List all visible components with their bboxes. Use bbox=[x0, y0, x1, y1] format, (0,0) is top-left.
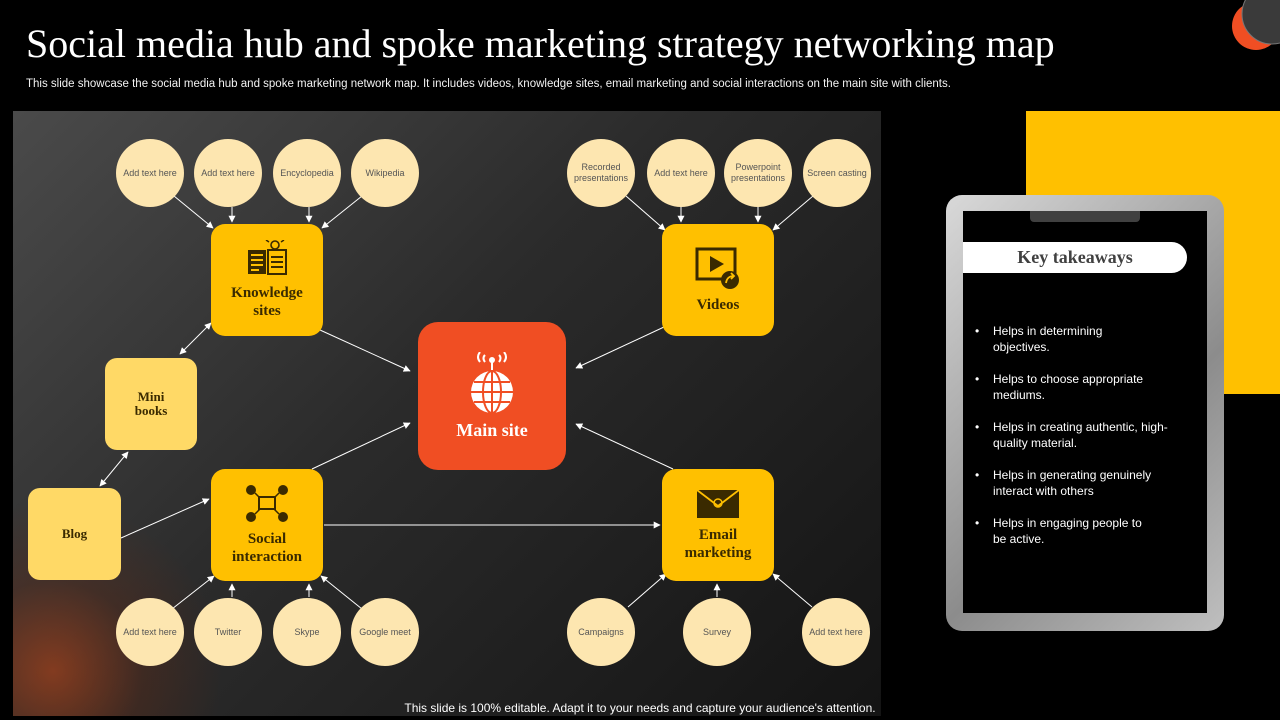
leaf-email-2: Survey bbox=[683, 598, 751, 666]
leaf-social-3: Skype bbox=[273, 598, 341, 666]
node-social-label: Social interaction bbox=[232, 531, 302, 565]
leaf-email-1: Campaigns bbox=[567, 598, 635, 666]
node-social-interaction: Social interaction bbox=[211, 469, 323, 581]
node-email-label: Email marketing bbox=[684, 527, 752, 561]
node-email-marketing: Email marketing bbox=[662, 469, 774, 581]
node-main-label: Main site bbox=[456, 419, 528, 440]
takeaway-item: Helps in generating genuinely interact w… bbox=[975, 467, 1185, 499]
phone-notch bbox=[1030, 211, 1140, 222]
leaf-knowledge-1: Add text here bbox=[116, 139, 184, 207]
leaf-videos-3: Powerpoint presentations bbox=[724, 139, 792, 207]
node-knowledge-sites: Knowledge sites bbox=[211, 224, 323, 336]
node-blog-label: Blog bbox=[61, 526, 88, 541]
leaf-videos-4: Screen casting bbox=[803, 139, 871, 207]
takeaways-list: Helps in determining objectives. Helps t… bbox=[975, 323, 1193, 563]
takeaway-item: Helps in engaging people to be active. bbox=[975, 515, 1155, 547]
leaf-social-2: Twitter bbox=[194, 598, 262, 666]
takeaway-item: Helps in determining objectives. bbox=[975, 323, 1125, 355]
video-play-icon bbox=[695, 247, 739, 289]
globe-antenna-icon bbox=[471, 351, 513, 414]
node-mini-books: Mini books bbox=[105, 358, 197, 450]
takeaways-title: Key takeaways bbox=[963, 242, 1187, 273]
leaf-email-3: Add text here bbox=[802, 598, 870, 666]
slide-title: Social media hub and spoke marketing str… bbox=[26, 21, 1055, 66]
leaf-social-4: Google meet bbox=[351, 598, 419, 666]
node-blog: Blog bbox=[28, 488, 121, 580]
leaf-knowledge-2: Add text here bbox=[194, 139, 262, 207]
leaf-videos-1: Recorded presentations bbox=[567, 139, 635, 207]
envelope-icon bbox=[696, 489, 740, 518]
knowledge-icon bbox=[248, 240, 287, 275]
node-main-site: Main site bbox=[418, 322, 566, 470]
leaf-knowledge-3: Encyclopedia bbox=[273, 139, 341, 207]
leaf-videos-2: Add text here bbox=[647, 139, 715, 207]
takeaway-item: Helps to choose appropriate mediums. bbox=[975, 371, 1175, 403]
node-videos: Videos bbox=[662, 224, 774, 336]
slide-footer: This slide is 100% editable. Adapt it to… bbox=[404, 701, 876, 715]
slide-subtitle: This slide showcase the social media hub… bbox=[26, 78, 951, 90]
takeaway-item: Helps in creating authentic, high-qualit… bbox=[975, 419, 1193, 451]
leaf-knowledge-4: Wikipedia bbox=[351, 139, 419, 207]
node-videos-label: Videos bbox=[696, 297, 740, 313]
social-network-icon bbox=[246, 485, 288, 522]
node-minibooks-label: Mini books bbox=[134, 389, 168, 418]
leaf-social-1: Add text here bbox=[116, 598, 184, 666]
node-knowledge-label: Knowledge sites bbox=[231, 285, 303, 319]
corner-decoration bbox=[1232, 0, 1280, 50]
